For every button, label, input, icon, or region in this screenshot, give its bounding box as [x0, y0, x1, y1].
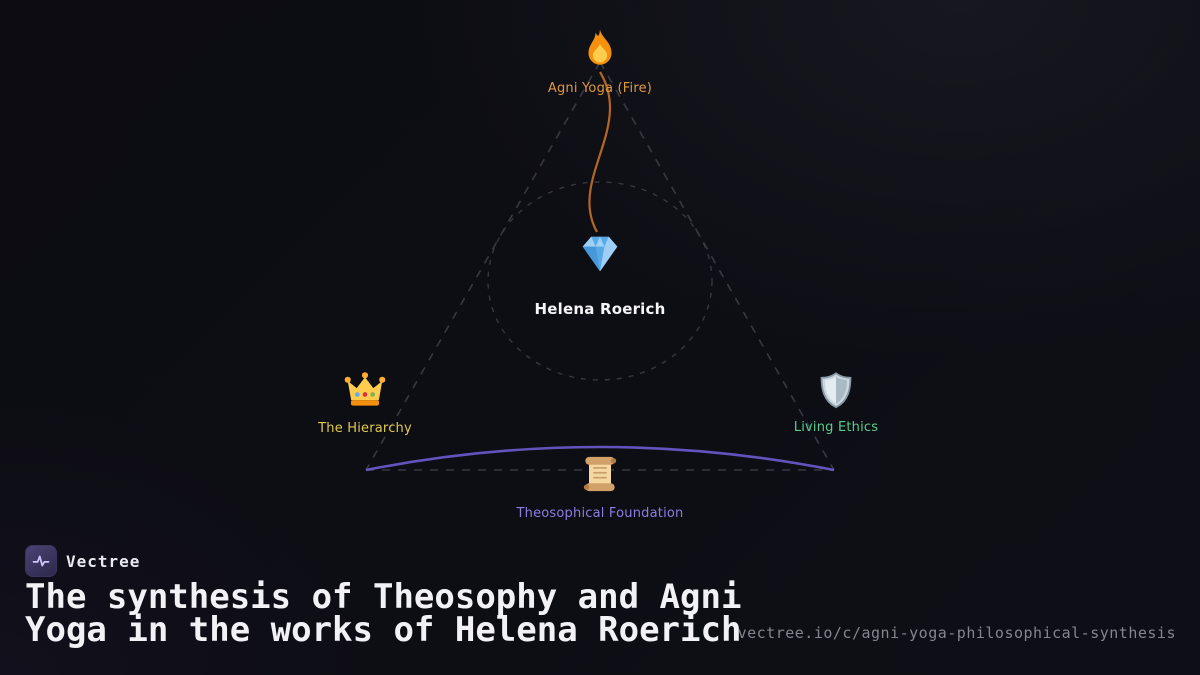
node-agni-yoga[interactable]: Agni Yoga (Fire) — [480, 27, 720, 96]
graph-edges — [365, 61, 835, 472]
fire-icon — [577, 27, 623, 73]
node-label-helena-roerich: Helena Roerich — [534, 300, 666, 318]
node-living-ethics[interactable]: Living Ethics — [716, 370, 956, 435]
node-label-the-hierarchy: The Hierarchy — [318, 421, 412, 436]
edge-fire-to-center — [588, 71, 612, 233]
page-title: The synthesis of Theosophy and Agni Yoga… — [25, 577, 742, 650]
gem-icon — [576, 230, 624, 278]
node-helena-roerich[interactable]: Helena Roerich — [480, 230, 720, 318]
node-the-hierarchy[interactable]: The Hierarchy — [245, 367, 485, 436]
node-label-agni-yoga: Agni Yoga (Fire) — [547, 81, 653, 96]
edge-triangle-left — [365, 61, 601, 471]
node-theosophical-foundation[interactable]: Theosophical Foundation — [480, 452, 720, 521]
shield-icon — [816, 370, 856, 410]
card-url: vectree.io/c/agni-yoga-philosophical-syn… — [737, 624, 1176, 642]
vectree-logo-icon — [25, 545, 57, 577]
scroll-icon — [578, 452, 622, 496]
edge-hierarchy-to-ethics-arc — [365, 445, 835, 472]
node-label-living-ethics: Living Ethics — [793, 420, 879, 435]
brand: Vectree — [25, 545, 140, 577]
node-label-theosophical-foundation: Theosophical Foundation — [516, 506, 684, 521]
edge-orbit-circle — [487, 181, 713, 381]
edge-triangle-right — [599, 61, 835, 471]
crown-icon — [342, 367, 388, 413]
brand-name: Vectree — [66, 551, 141, 571]
